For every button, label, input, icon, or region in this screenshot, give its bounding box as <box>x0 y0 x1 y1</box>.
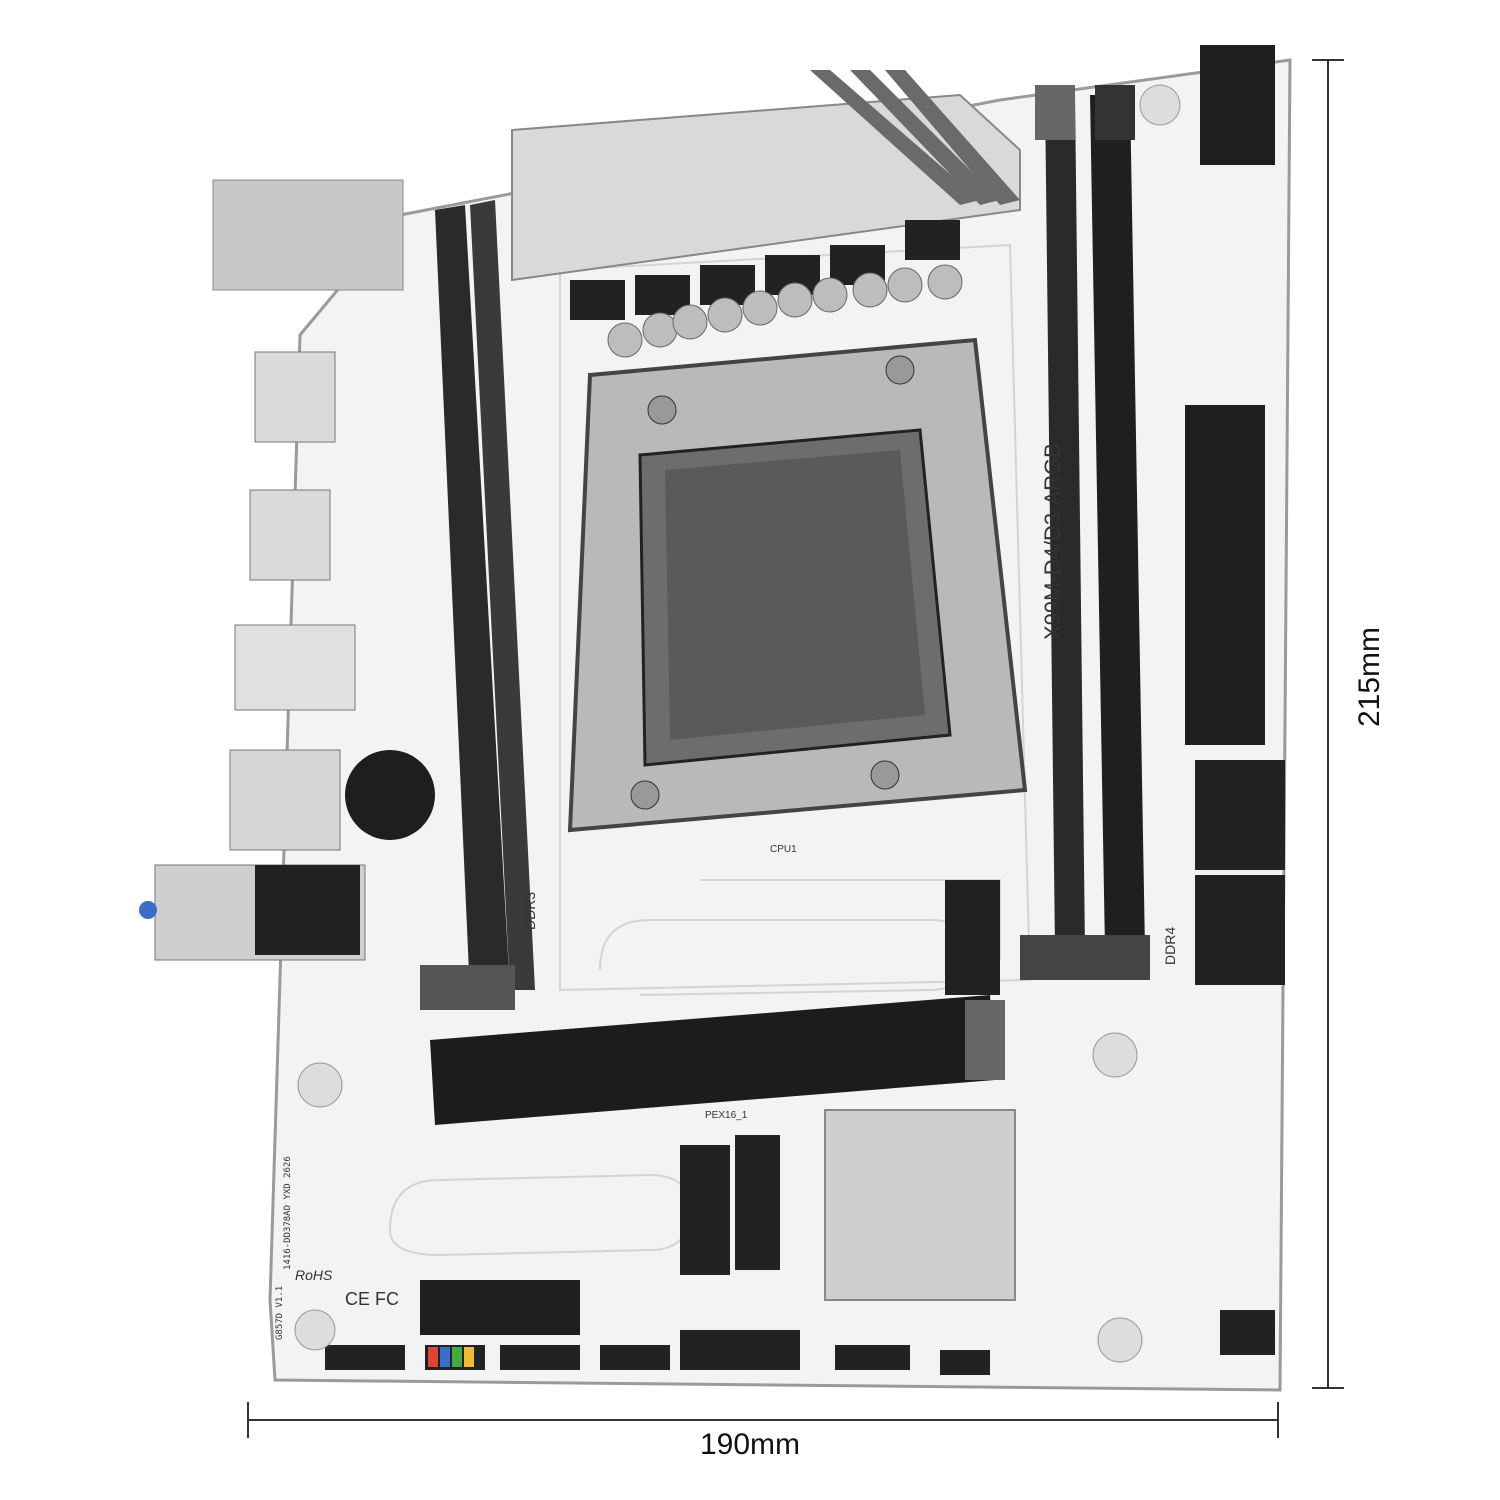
cmos-battery <box>345 750 435 840</box>
usb-port <box>234 624 356 711</box>
rear-io <box>139 179 404 961</box>
revision-label: G857D V1.1 <box>275 1286 285 1340</box>
mounting-holes <box>294 84 1181 1363</box>
ddr3-label: DDR3 <box>522 892 538 930</box>
m2-slot <box>945 880 1000 995</box>
audio-header-pins <box>428 1347 474 1367</box>
cert-label: CE FC <box>345 1289 399 1309</box>
ps2-port <box>212 179 404 291</box>
rohs-label: RoHS <box>295 1267 333 1283</box>
pcb-id-label: 1416-DD378AD YXD 2626 <box>283 1156 293 1270</box>
ddr4-label: DDR4 <box>1162 927 1178 965</box>
dimm-slots <box>420 85 1150 1010</box>
height-dimension-label: 215mm <box>1353 626 1386 728</box>
cpu-socket <box>567 337 1028 833</box>
chipset-heatsink <box>824 1109 1016 1301</box>
usb3-port <box>254 351 336 443</box>
pcie-label: PEX16_1 <box>705 1110 748 1121</box>
vrm-heatsink <box>511 70 1021 282</box>
vrm-capacitors <box>607 264 963 358</box>
pcie-x16-slot <box>430 995 995 1125</box>
width-dimension-label: 190mm <box>699 1428 801 1461</box>
m2-slot-ssd2 <box>735 1135 780 1270</box>
model-label: X99M-D4/D3-ARGB <box>1040 443 1065 640</box>
sata-port <box>1195 760 1285 870</box>
m2-slot-wifi <box>680 1145 730 1275</box>
sata-port <box>1195 875 1285 985</box>
dimension-lines <box>247 59 1344 1438</box>
cpu-label: CPU1 <box>770 844 797 855</box>
atx-24pin <box>1185 405 1265 745</box>
pcie-x1-slot <box>420 1280 580 1335</box>
usb3-port <box>249 489 331 581</box>
lan-port <box>229 749 341 851</box>
audio-jack-blue <box>139 901 157 919</box>
cpu-8pin <box>1200 45 1275 165</box>
